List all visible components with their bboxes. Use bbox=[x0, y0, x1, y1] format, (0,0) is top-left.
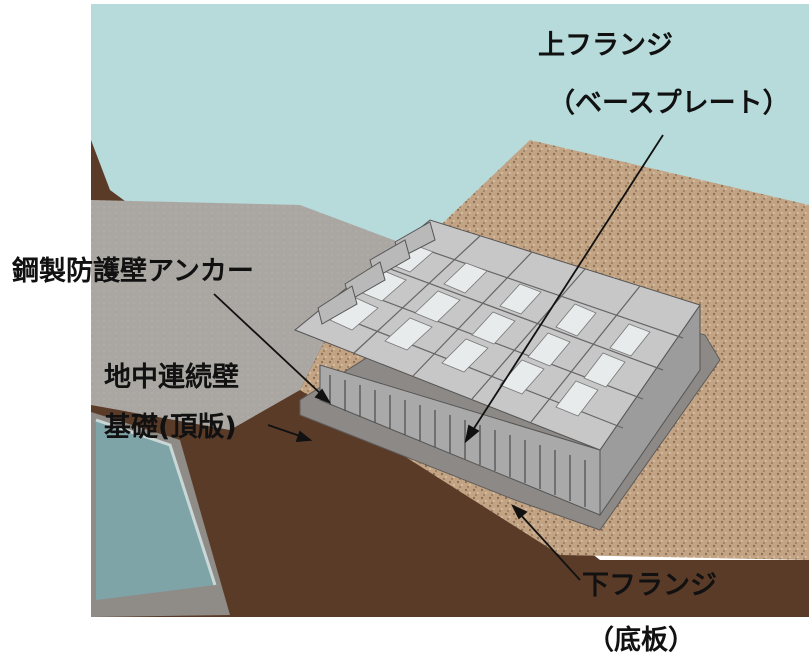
glass-building-edge bbox=[95, 418, 217, 586]
top-flange-label: 上フランジ bbox=[538, 30, 673, 61]
concrete-road bbox=[91, 200, 420, 430]
top-flange-sublabel: （ベースプレート） bbox=[548, 88, 790, 119]
compartment-openings bbox=[329, 243, 651, 417]
front-ribs bbox=[329, 375, 586, 507]
arrow-top-flange bbox=[470, 134, 664, 434]
arrow-bottom-flange bbox=[518, 512, 581, 581]
arrow-anchor bbox=[213, 293, 323, 396]
arrow-wall bbox=[267, 424, 301, 437]
glass-building bbox=[96, 420, 215, 600]
compartment-grid bbox=[322, 235, 684, 429]
bottom-flange-sublabel: （底板） bbox=[587, 625, 695, 656]
wall-label-line2: 基礎(頂版) bbox=[104, 412, 237, 443]
leader-arrows bbox=[213, 134, 664, 581]
wall-label-line1: 地中連続壁 bbox=[104, 362, 239, 393]
rear-fins bbox=[317, 221, 436, 325]
anchor-label: 鋼製防護壁アンカー bbox=[12, 256, 254, 287]
bottom-flange-label: 下フランジ bbox=[582, 570, 717, 601]
soil-embankment bbox=[91, 140, 809, 617]
